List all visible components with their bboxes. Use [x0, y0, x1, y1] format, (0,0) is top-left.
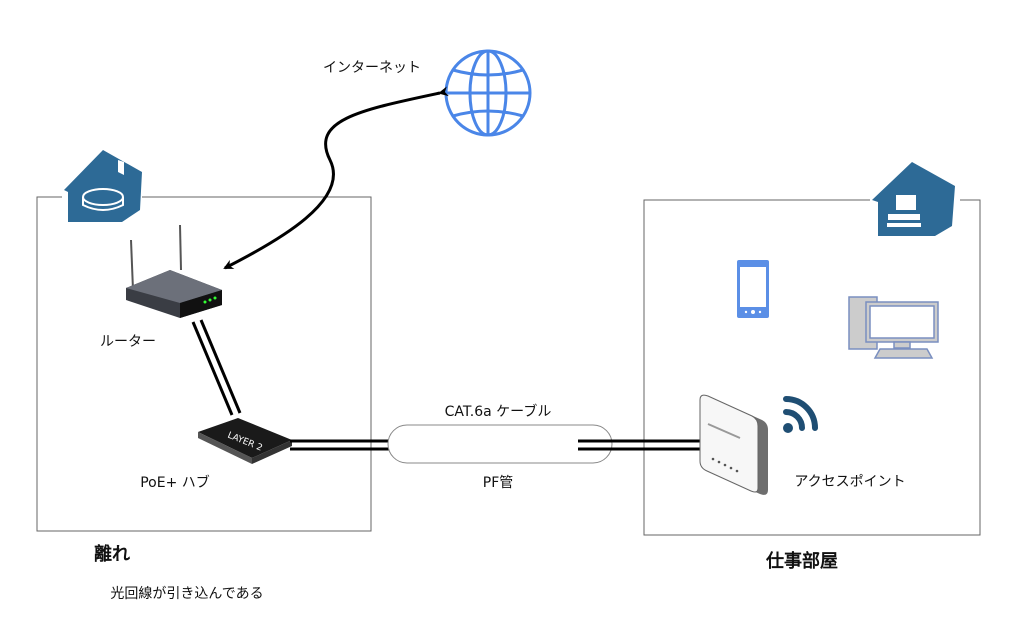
access-point-label: アクセスポイント [794, 474, 905, 490]
internet-label: インターネット [323, 60, 421, 76]
router-hub-cable [191, 319, 242, 416]
left-building-box [36, 196, 372, 532]
hub-label: PoE+ ハブ [140, 474, 210, 491]
router-icon [126, 224, 222, 318]
desktop-pc-icon [848, 296, 939, 359]
left-building-note: 光回線が引き込んである [110, 586, 263, 602]
conduit-label: PF管 [483, 475, 514, 491]
house-router-icon [62, 145, 142, 222]
access-point-icon [699, 394, 768, 495]
switch-icon: LAYER 2 [198, 418, 292, 464]
left-building-title: 離れ [94, 543, 130, 565]
globe-icon [444, 49, 532, 137]
house-pc-icon [870, 158, 960, 238]
smartphone-icon [737, 260, 769, 318]
right-building-box [643, 199, 981, 536]
internet-connection-arrow [223, 86, 449, 270]
cable-label: CAT.6a ケーブル [445, 403, 552, 420]
conduit-to-ap-cable [578, 439, 702, 451]
hub-to-conduit-cable [290, 439, 392, 451]
wifi-icon [783, 396, 818, 433]
router-label: ルーター [100, 334, 156, 350]
right-building-title: 仕事部屋 [765, 550, 838, 572]
pf-conduit [387, 424, 613, 464]
